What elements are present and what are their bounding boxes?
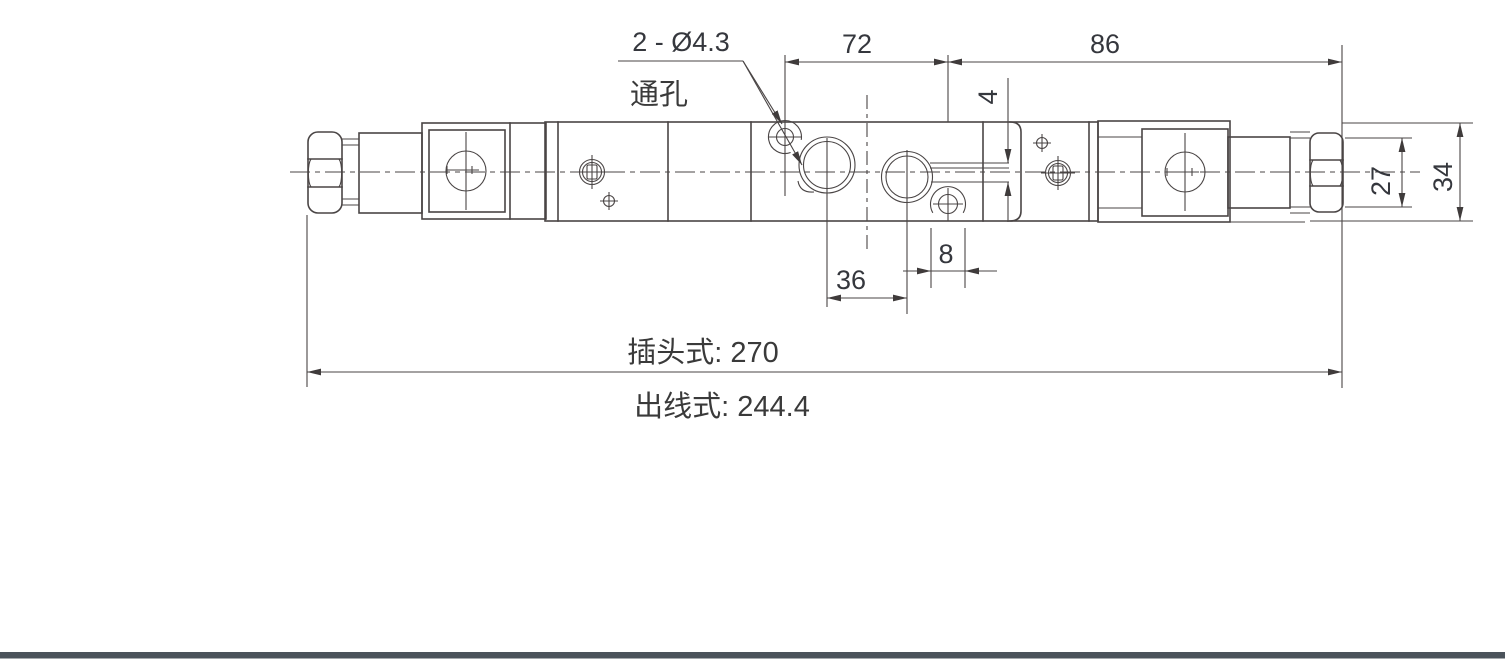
slot-lines — [930, 162, 1009, 183]
bottom-divider-bar — [0, 652, 1505, 659]
dim-27-label: 27 — [1366, 166, 1396, 196]
dimension-72: 72 — [785, 29, 948, 66]
dimension-36: 36 — [827, 265, 907, 302]
left-adapter-body — [358, 132, 423, 214]
left-thread-relief — [342, 138, 359, 206]
right-manual-override-screw — [1164, 133, 1206, 211]
left-manual-override-screw — [445, 132, 487, 210]
right-body-screw — [1041, 156, 1075, 190]
plug-type-length-label: 插头式: 270 — [627, 336, 779, 369]
dimension-overall-length: 插头式: 270 出线式: 244.4 — [307, 336, 1342, 423]
lead-wire-type-length-label: 出线式: 244.4 — [634, 390, 810, 423]
right-hex-nut — [1309, 132, 1344, 213]
dimension-27: 27 — [1366, 138, 1406, 207]
mounting-hole-bottom — [930, 186, 966, 221]
dim-72-label: 72 — [842, 29, 872, 59]
dimension-86: 86 — [948, 29, 1342, 66]
right-pilot-port-crosshair — [1033, 134, 1051, 152]
left-coil-block — [421, 122, 547, 220]
right-coil-block — [1097, 120, 1305, 223]
left-body-screw — [575, 155, 609, 189]
dim-8-label: 8 — [938, 239, 953, 269]
dim-4-label: 4 — [973, 89, 1003, 104]
hole-callout-text: 2 - Ø4.3 — [632, 27, 730, 57]
hole-callout-subtext: 通孔 — [630, 79, 688, 111]
right-adapter-body — [1227, 136, 1291, 209]
dim-34-label: 34 — [1428, 162, 1458, 192]
dim-86-label: 86 — [1090, 29, 1120, 59]
left-pilot-port-crosshair — [600, 192, 618, 210]
extension-lines — [306, 45, 1473, 388]
dimension-4: 4 — [973, 78, 1012, 222]
dim-36-label: 36 — [836, 265, 866, 295]
hole-callout: 2 - Ø4.3 通孔 — [618, 27, 803, 166]
dimension-34: 34 — [1428, 123, 1464, 221]
left-hex-nut — [307, 131, 343, 214]
dimension-8: 8 — [903, 239, 997, 275]
right-thread-relief — [1290, 131, 1310, 214]
